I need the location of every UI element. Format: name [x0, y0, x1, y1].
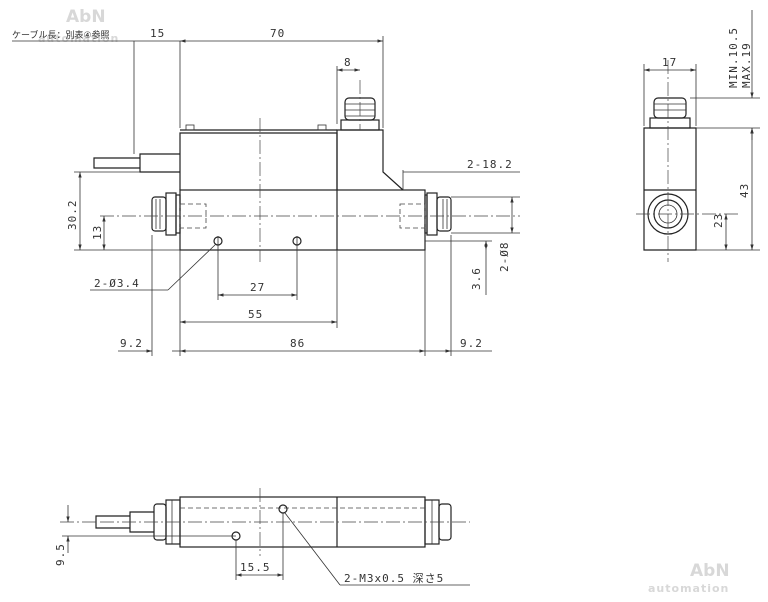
left-fitting [151, 196, 167, 232]
tapped-hole-note: 2-M3x0.5 深さ5 [344, 572, 444, 585]
dim-8: 8 [344, 56, 352, 69]
watermark-brand-2: AbN [690, 561, 730, 581]
front-view [93, 80, 520, 300]
dim-86: 86 [290, 337, 305, 350]
cable-strain-relief [139, 153, 180, 173]
dim-9-5: 9.5 [54, 543, 67, 566]
front-tower [336, 129, 404, 191]
dim-55: 55 [248, 308, 263, 321]
right-fitting-collar [426, 192, 438, 236]
watermark-top-left: AbN automation [38, 7, 119, 45]
dim-15: 15 [150, 27, 165, 40]
dim-43: 43 [738, 183, 751, 198]
dim-9-2-right: 9.2 [460, 337, 483, 350]
dim-23: 23 [712, 213, 725, 228]
dim-2-18-2: 2-18.2 [467, 158, 513, 171]
hole-note: 2-Ø3.4 [94, 277, 140, 290]
dim-27: 27 [250, 281, 265, 294]
dim-9-2-left: 9.2 [120, 337, 143, 350]
front-upper-housing [179, 132, 338, 190]
dim-70: 70 [270, 27, 285, 40]
cable [93, 157, 140, 169]
watermark-sub: automation [38, 32, 119, 45]
dim-13: 13 [91, 225, 104, 240]
cable-length-note: ケーブル長：別表④参照 [12, 29, 110, 41]
side-knob [653, 97, 687, 119]
watermark-sub-2: automation [648, 582, 729, 595]
bottom-view: 15.5 9.5 2-M3x0.5 深さ5 [54, 488, 470, 586]
side-knob-base [649, 117, 691, 129]
dim-max: MAX.19 [740, 42, 753, 88]
front-main-body [179, 189, 426, 251]
dim-15-5: 15.5 [240, 561, 271, 574]
watermark-bottom-right: AbN automation [648, 561, 730, 595]
left-fitting-collar [165, 192, 177, 236]
dim-min: MIN.10.5 [727, 27, 740, 88]
right-fitting [436, 196, 452, 232]
side-body [643, 127, 697, 251]
watermark-brand: AbN [66, 7, 106, 27]
dim-3-6: 3.6 [470, 267, 483, 290]
dim-2-dia-8: 2-Ø8 [498, 242, 511, 273]
front-view-dimensions: ケーブル長：別表④参照 15 70 8 2-18.2 30.2 13 2-Ø8 [12, 27, 520, 356]
dim-30-2: 30.2 [66, 200, 79, 231]
tapped-hole-1 [278, 504, 288, 514]
side-view: 17 MIN.10.5 MAX.19 23 43 [636, 10, 760, 262]
dim-17: 17 [662, 56, 677, 69]
